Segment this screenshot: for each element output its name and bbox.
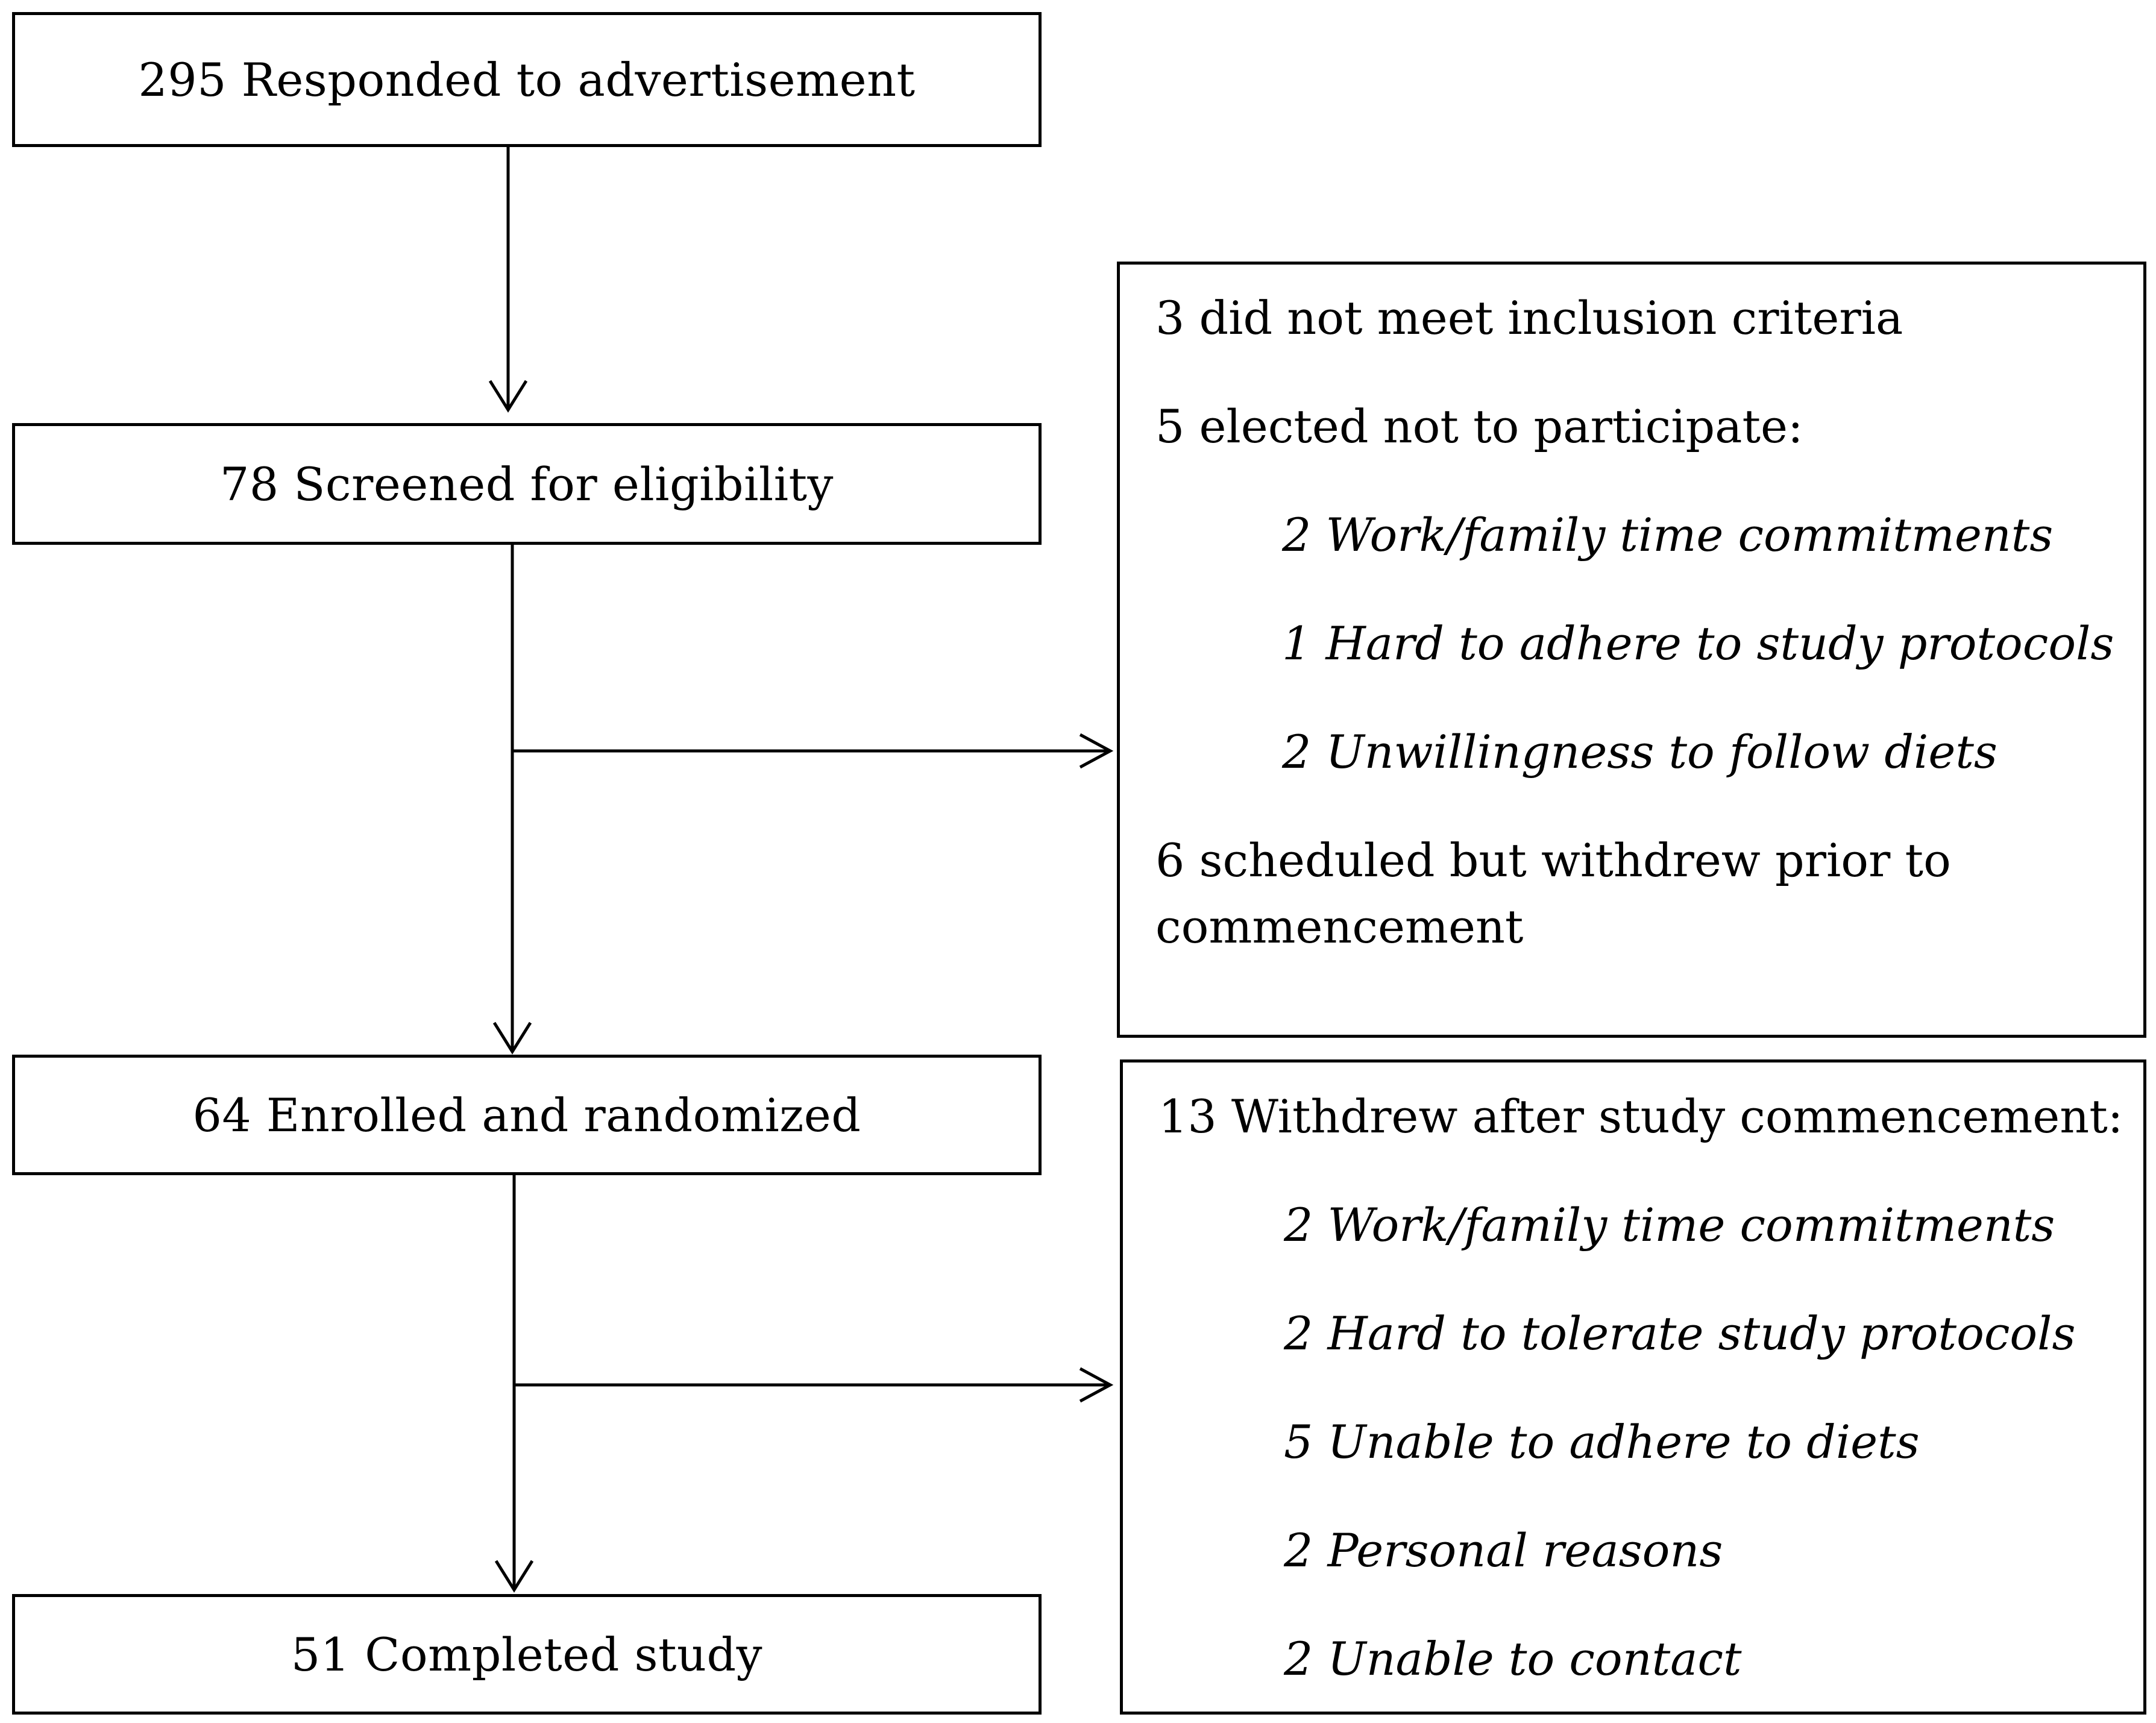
exclusion-reason-work: 2 Work/family time commitments xyxy=(1282,508,2054,562)
withdrawal-reason-personal: 2 Personal reasons xyxy=(1284,1524,1723,1577)
responded-label: 295 Responded to advertisement xyxy=(138,52,916,107)
enrolled-label: 64 Enrolled and randomized xyxy=(192,1088,861,1142)
completed-box: 51 Completed study xyxy=(12,1594,1042,1715)
exclusion-withdrew-prior-line1: 6 scheduled but withdrew prior to xyxy=(1155,833,1951,887)
withdrawals-title: 13 Withdrew after study commencement: xyxy=(1158,1090,2123,1143)
withdrawal-reason-work: 2 Work/family time commitments xyxy=(1284,1198,2055,1252)
arrowhead-screened xyxy=(488,380,528,413)
withdrawal-reason-diets: 5 Unable to adhere to diets xyxy=(1284,1415,1920,1469)
enrolled-box: 64 Enrolled and randomized xyxy=(12,1055,1042,1175)
exclusion-reason-diets: 2 Unwillingness to follow diets xyxy=(1282,725,1997,779)
withdrawal-reason-contact: 2 Unable to contact xyxy=(1284,1632,1742,1686)
withdrawals-box xyxy=(1120,1059,2146,1715)
exclusions-box xyxy=(1117,262,2146,1038)
arrowhead-withdrawals xyxy=(1079,1367,1114,1403)
exclusion-withdrew-prior-line2: commencement xyxy=(1155,900,1524,953)
arrowhead-exclusions xyxy=(1079,733,1114,769)
arrowhead-completed xyxy=(494,1560,534,1593)
exclusion-reason-protocols: 1 Hard to adhere to study protocols xyxy=(1282,617,2114,670)
exclusion-not-meet: 3 did not meet inclusion criteria xyxy=(1155,291,1903,345)
screened-label: 78 Screened for eligibility xyxy=(220,457,834,511)
exclusion-elected-not: 5 elected not to participate: xyxy=(1155,400,1803,453)
completed-label: 51 Completed study xyxy=(291,1627,763,1681)
responded-box: 295 Responded to advertisement xyxy=(12,12,1042,147)
withdrawal-reason-protocols: 2 Hard to tolerate study protocols xyxy=(1284,1307,2076,1360)
arrowhead-enrolled xyxy=(492,1022,532,1055)
screened-box: 78 Screened for eligibility xyxy=(12,423,1042,545)
